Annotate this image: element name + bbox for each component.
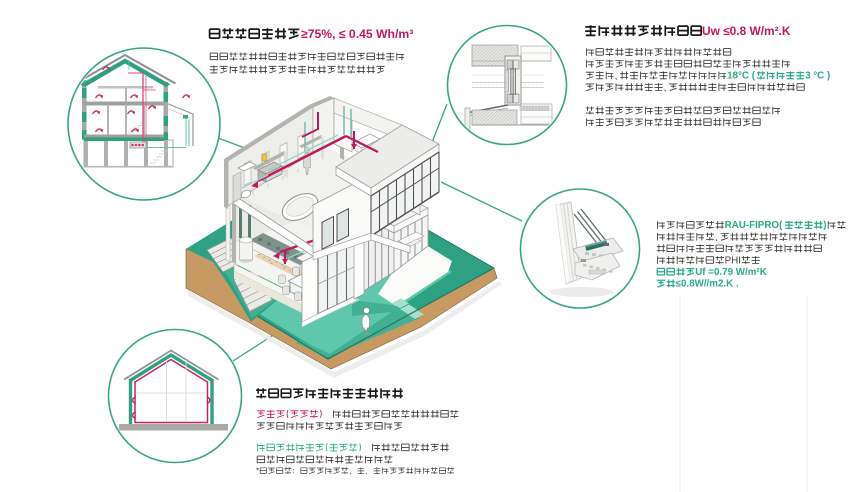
- svg-text:≤0.8W//m2.K .: ≤0.8W//m2.K .: [676, 279, 739, 290]
- svg-text:18°C (: 18°C (: [727, 71, 756, 82]
- svg-text:Uw ≤0.8 W/m².K: Uw ≤0.8 W/m².K: [702, 24, 791, 38]
- svg-text:PHI: PHI: [725, 255, 741, 266]
- svg-text:≥75%, ≤ 0.45 Wh/m³: ≥75%, ≤ 0.45 Wh/m³: [301, 27, 413, 41]
- svg-text:3 °C ): 3 °C ): [805, 71, 830, 82]
- svg-text:RAU-FIPRO(: RAU-FIPRO(: [725, 220, 783, 231]
- svg-text:*: *: [256, 466, 260, 475]
- svg-text:Uf =0.79 W/m²K: Uf =0.79 W/m²K: [695, 267, 767, 278]
- svg-text:): ): [823, 220, 826, 231]
